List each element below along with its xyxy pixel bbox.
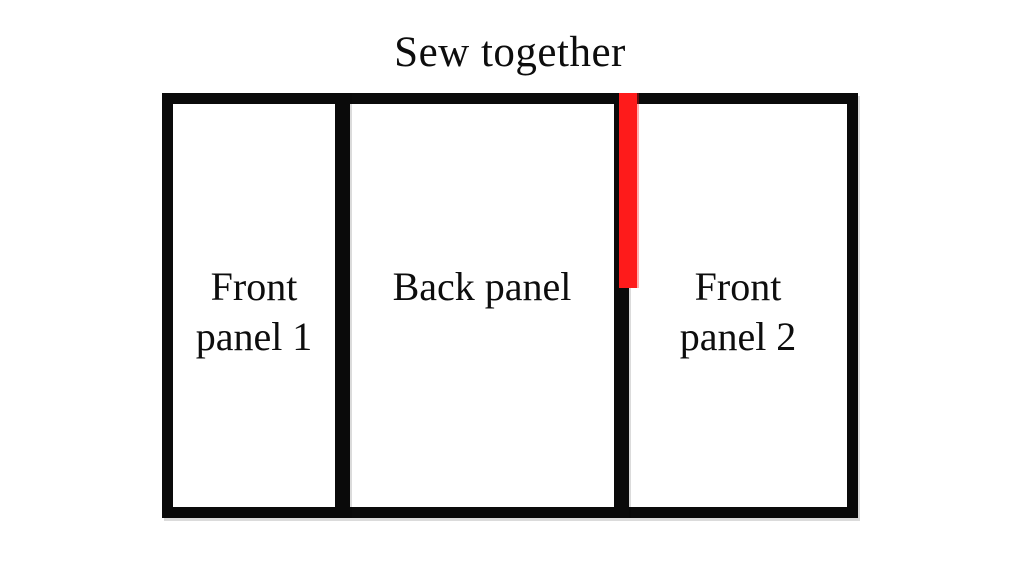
label-line: Front: [694, 264, 782, 309]
sew-seam-highlight-line: [619, 93, 637, 288]
label-line: Front: [210, 264, 298, 309]
pattern-outline-box: [162, 93, 858, 518]
label-line: panel 1: [195, 314, 313, 359]
label-line: Back panel: [392, 264, 572, 309]
diagram-title: Sew together: [394, 29, 626, 76]
panel-divider-1: [335, 93, 350, 518]
front-panel-2-label: Front panel 2: [629, 262, 847, 362]
label-line: panel 2: [679, 314, 797, 359]
back-panel-label: Back panel: [350, 262, 614, 312]
front-panel-1-label: Front panel 1: [173, 262, 335, 362]
